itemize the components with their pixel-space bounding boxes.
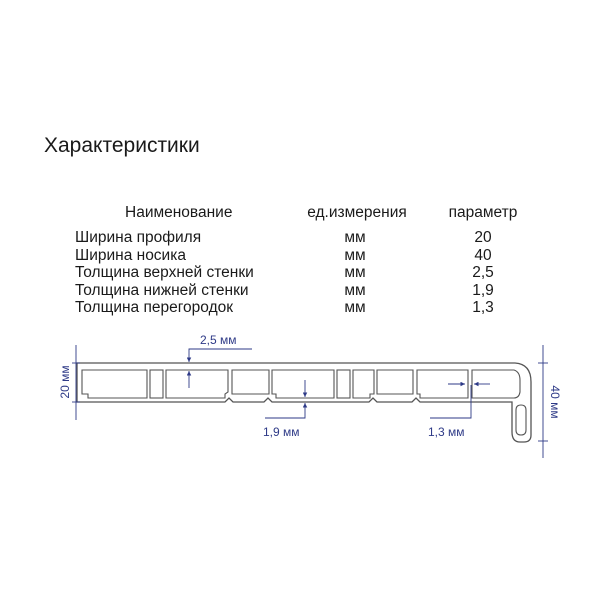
dim-top-wall: 2,5 мм — [200, 333, 237, 347]
row-value: 20 — [474, 229, 492, 246]
row-unit: мм — [344, 281, 366, 299]
row-value: 1,9 — [472, 281, 494, 299]
header-param: параметр — [448, 204, 518, 221]
dim-bottom-wall: 1,9 мм — [263, 425, 300, 439]
row-unit: мм — [344, 299, 366, 316]
row-value: 1,3 — [472, 299, 494, 316]
profile-cells — [81, 369, 527, 436]
row-name: Толщина нижней стенки — [75, 281, 249, 299]
dim-partition: 1,3 мм — [428, 425, 465, 439]
header-name: Наименование — [125, 204, 233, 221]
dimension-lines — [72, 345, 548, 458]
row-unit: мм — [344, 246, 366, 264]
row-unit: мм — [344, 229, 366, 246]
row-unit: мм — [344, 264, 366, 281]
dim-nose: 40 мм — [548, 385, 562, 418]
dim-height: 20 мм — [58, 365, 72, 398]
row-value: 40 — [474, 246, 492, 264]
row-value: 2,5 — [472, 264, 494, 281]
row-name: Толщина верхней стенки — [75, 264, 254, 281]
profile-outline — [76, 362, 532, 443]
header-unit: ед.измерения — [307, 204, 407, 221]
page-title: Характеристики — [44, 134, 200, 157]
row-name: Ширина профиля — [75, 229, 202, 246]
row-name: Ширина носика — [75, 246, 186, 264]
row-name: Толщина перегородок — [75, 299, 234, 316]
